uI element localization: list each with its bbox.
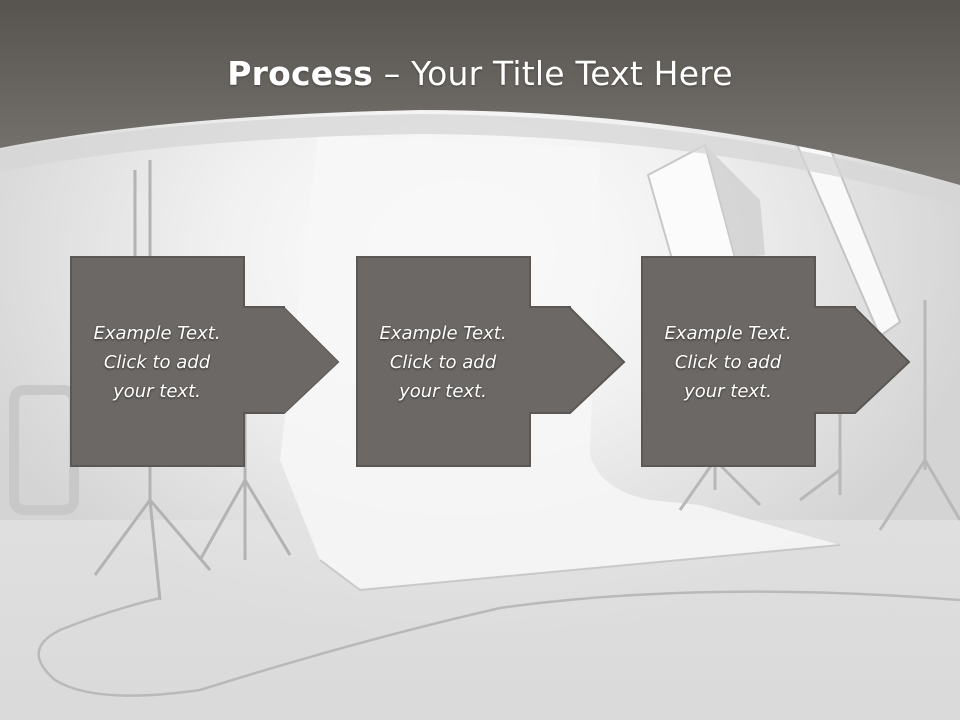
arrow-box-shape	[70, 256, 340, 467]
step-text[interactable]: Example Text. Click to add your text.	[664, 322, 792, 402]
title-text: – Your Title Text Here	[373, 54, 733, 93]
process-step-3: Example Text. Click to add your text.	[641, 255, 960, 469]
arrow-box-shape	[641, 256, 911, 467]
step-text[interactable]: Example Text. Click to add your text.	[379, 322, 507, 402]
step-text[interactable]: Example Text. Click to add your text.	[93, 322, 221, 402]
process-step-2: Example Text. Click to add your text.	[356, 255, 698, 469]
slide-title: Process – Your Title Text Here	[0, 52, 960, 96]
title-bold: Process	[227, 54, 374, 93]
arrow-box-shape	[356, 256, 626, 467]
process-step-1: Example Text. Click to add your text.	[70, 255, 412, 469]
